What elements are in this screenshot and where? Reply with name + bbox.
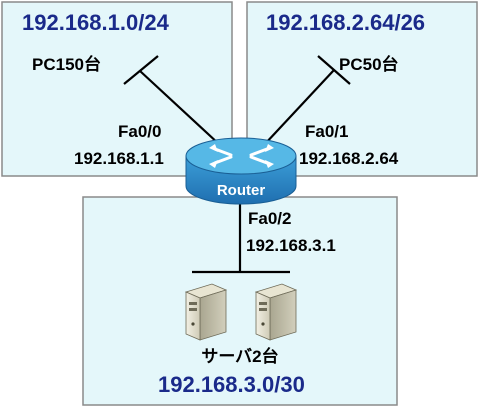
lan3-hosts: サーバ2台: [201, 346, 278, 366]
lan1-address: 192.168.1.0/24: [22, 10, 170, 35]
router-icon: Router: [185, 137, 297, 205]
fa00-name: Fa0/0: [118, 122, 161, 141]
lan2-hosts: PC50台: [339, 54, 399, 74]
server-icon: [184, 283, 228, 341]
fa02-name: Fa0/2: [248, 209, 291, 228]
lan3-segment: [192, 195, 290, 274]
fa00-ip: 192.168.1.1: [74, 149, 164, 168]
lan2-address: 192.168.2.64/26: [266, 10, 425, 35]
lan1-segment: [123, 55, 221, 146]
lan1-hosts: PC150台: [32, 54, 101, 74]
router-label: Router: [217, 182, 265, 199]
fa01-ip: 192.168.2.64: [299, 149, 399, 168]
server-icon: [254, 283, 298, 341]
fa02-ip: 192.168.3.1: [246, 236, 336, 255]
lan2-segment: [263, 55, 351, 146]
lan3-address: 192.168.3.0/30: [158, 372, 305, 397]
fa01-name: Fa0/1: [305, 122, 348, 141]
